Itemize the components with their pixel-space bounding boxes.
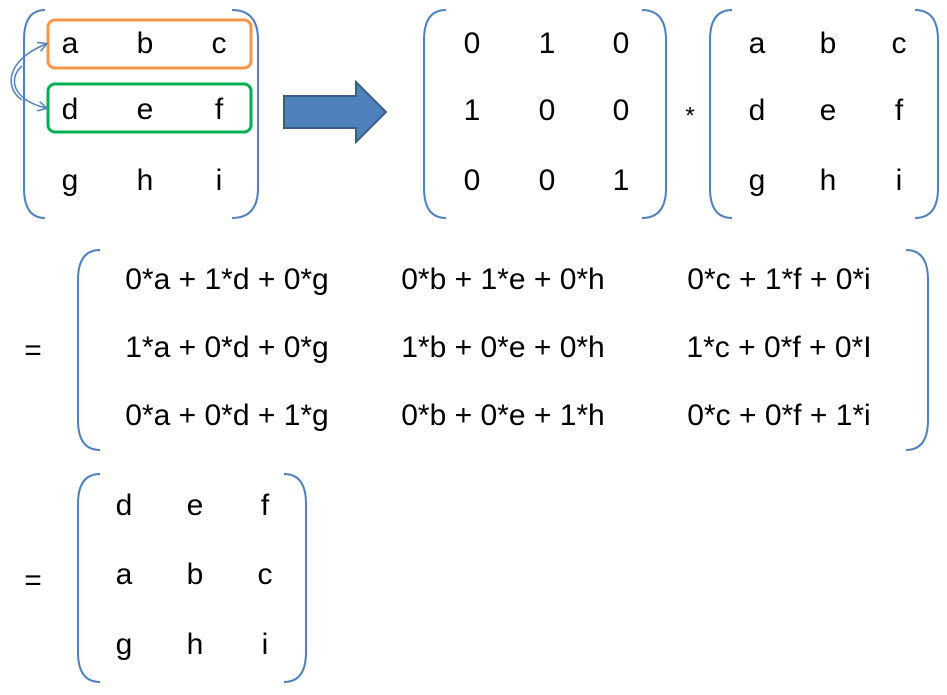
source-matrix-left-bracket <box>23 9 46 219</box>
result-cell: a <box>116 558 133 591</box>
operand-cell: i <box>896 164 903 197</box>
result-cell: f <box>261 489 270 522</box>
expanded-cell: 0*a + 1*d + 0*g <box>125 263 329 296</box>
source-cell: i <box>216 164 223 197</box>
expanded-matrix-right-bracket <box>905 249 929 451</box>
permutation-cell: 0 <box>539 94 556 127</box>
source-cell: c <box>212 27 227 60</box>
operand-cell: h <box>820 164 837 197</box>
result-cell: e <box>187 489 204 522</box>
permutation-cell: 0 <box>539 164 556 197</box>
curved-swap-arrow-icon <box>13 65 46 108</box>
source-cell: e <box>137 93 154 126</box>
expanded-cell: 1*a + 0*d + 0*g <box>125 331 329 364</box>
operand-cell: g <box>749 164 766 197</box>
expanded-cell: 0*c + 0*f + 1*i <box>687 399 870 432</box>
result-cell: i <box>262 628 269 661</box>
right-block-arrow-icon <box>283 79 388 145</box>
source-cell: h <box>137 164 154 197</box>
result-cell: g <box>116 628 133 661</box>
permutation-cell: 0 <box>464 164 481 197</box>
operand-cell: b <box>820 27 837 60</box>
source-cell: a <box>62 27 79 60</box>
expanded-cell: 1*b + 0*e + 0*h <box>401 331 605 364</box>
operand-matrix-right-bracket <box>914 9 939 219</box>
result-cell: h <box>187 628 204 661</box>
source-cell: g <box>62 164 79 197</box>
expanded-cell: 0*a + 0*d + 1*g <box>125 399 329 432</box>
operand-cell: d <box>749 94 766 127</box>
equals-sign: = <box>24 564 42 597</box>
result-matrix-left-bracket <box>77 473 101 683</box>
permutation-matrix: 0 1 0 1 0 0 0 0 1 <box>423 9 667 219</box>
source-matrix-right-bracket <box>231 9 259 219</box>
source-matrix: a b c d e f g h i <box>10 9 259 219</box>
result-matrix: d e f a b c g h i <box>77 473 307 683</box>
permutation-matrix-left-bracket <box>423 9 447 219</box>
permutation-cell: 0 <box>613 94 630 127</box>
permutation-matrix-right-bracket <box>641 9 667 219</box>
result-matrix-right-bracket <box>283 473 307 683</box>
operand-cell: a <box>749 27 766 60</box>
multiply-sign: * <box>685 102 694 129</box>
curved-swap-arrow-icon <box>10 44 46 101</box>
permutation-cell: 1 <box>539 27 556 60</box>
operand-cell: f <box>895 94 904 127</box>
operand-cell: e <box>820 94 837 127</box>
permutation-cell: 0 <box>464 27 481 60</box>
permutation-cell: 1 <box>464 94 481 127</box>
operand-matrix: a b c d e f g h i <box>709 9 939 219</box>
operand-matrix-left-bracket <box>709 9 733 219</box>
expanded-matrix: 0*a + 1*d + 0*g 0*b + 1*e + 0*h 0*c + 1*… <box>77 249 929 451</box>
equals-sign: = <box>24 334 42 367</box>
expanded-cell: 1*c + 0*f + 0*I <box>686 331 871 364</box>
expanded-cell: 0*b + 1*e + 0*h <box>401 263 605 296</box>
expanded-cell: 0*c + 1*f + 0*i <box>687 263 870 296</box>
operand-cell: c <box>892 27 907 60</box>
source-cell: f <box>215 93 224 126</box>
source-cell: b <box>137 27 154 60</box>
expanded-matrix-left-bracket <box>77 249 101 451</box>
permutation-cell: 0 <box>613 27 630 60</box>
result-cell: d <box>116 489 133 522</box>
source-cell: d <box>62 93 79 126</box>
result-cell: b <box>187 558 204 591</box>
permutation-cell: 1 <box>613 164 630 197</box>
result-cell: c <box>258 558 273 591</box>
expanded-cell: 0*b + 0*e + 1*h <box>401 399 605 432</box>
